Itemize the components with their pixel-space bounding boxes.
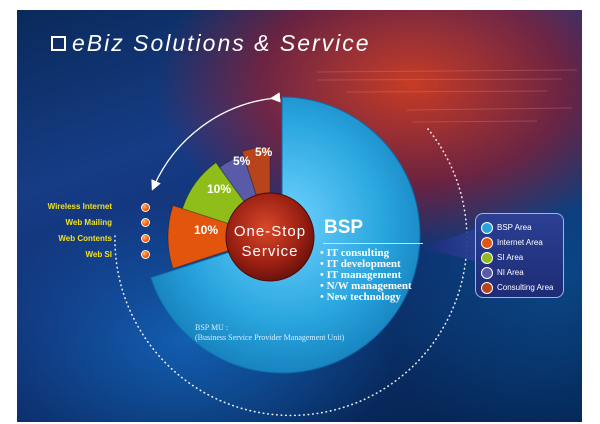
outer-orbit-dots — [114, 128, 468, 417]
bsp-mu-line-1: BSP MU : — [195, 323, 229, 332]
slide: eBiz Solutions & Service 10% 10% 5% 5% O… — [17, 10, 582, 422]
pie-slice-internet-area — [167, 204, 272, 270]
center-hub — [225, 192, 315, 282]
bsp-list-item: • IT consulting — [320, 247, 390, 259]
legend-label: SI Area — [497, 253, 524, 262]
legend-label: BSP Area — [497, 223, 532, 232]
bsp-divider — [323, 243, 423, 244]
bsp-list-item: • New technology — [320, 291, 401, 303]
bsp-list-item: • N/W management — [320, 280, 412, 292]
service-label-web-contents: Web Contents — [58, 234, 112, 243]
service-bullet-icon — [141, 203, 150, 212]
legend-label: NI Area — [497, 268, 524, 277]
service-bullet-icon — [141, 218, 150, 227]
service-label-wireless-internet: Wireless Internet — [47, 202, 112, 211]
service-label-web-si: Web SI — [85, 250, 112, 259]
center-service-label: One-Stop Service — [227, 222, 313, 262]
pct-label-si: 10% — [207, 182, 232, 196]
pct-label-internet: 10% — [194, 223, 219, 237]
legend-swatch — [481, 252, 493, 264]
legend-swatch — [481, 222, 493, 234]
center-line-1: One-Stop — [233, 223, 307, 240]
legend-box: BSP Area Internet Area SI Area NI Area C… — [475, 213, 564, 298]
bsp-service-list: • IT consulting • IT development • IT ma… — [320, 248, 412, 303]
service-bullet-icon — [141, 250, 150, 259]
legend-connector — [422, 229, 475, 261]
diagram-canvas — [114, 69, 578, 417]
bsp-list-item: • IT management — [320, 269, 402, 281]
service-label-web-mailing: Web Mailing — [65, 218, 112, 227]
legend-swatch — [481, 282, 493, 294]
pct-label-ni: 5% — [233, 154, 251, 168]
title-bullet-box — [51, 36, 66, 51]
pct-label-consulting: 5% — [255, 145, 273, 159]
bsp-mu-line-2: (Business Service Provider Management Un… — [195, 333, 345, 342]
bsp-list-item: • IT development — [320, 258, 401, 270]
service-bullet-icon — [141, 234, 150, 243]
legend-swatch — [481, 267, 493, 279]
bsp-heading: BSP — [324, 217, 364, 238]
legend-label: Consulting Area — [497, 283, 554, 292]
background-streaks — [316, 69, 578, 123]
slide-title: eBiz Solutions & Service — [72, 30, 371, 56]
arrow-arc — [151, 92, 281, 191]
legend-swatch — [481, 237, 493, 249]
bsp-mu-label: BSP MU : (Business Service Provider Mana… — [195, 323, 344, 343]
center-line-2: Service — [241, 243, 299, 260]
legend-label: Internet Area — [497, 238, 543, 247]
